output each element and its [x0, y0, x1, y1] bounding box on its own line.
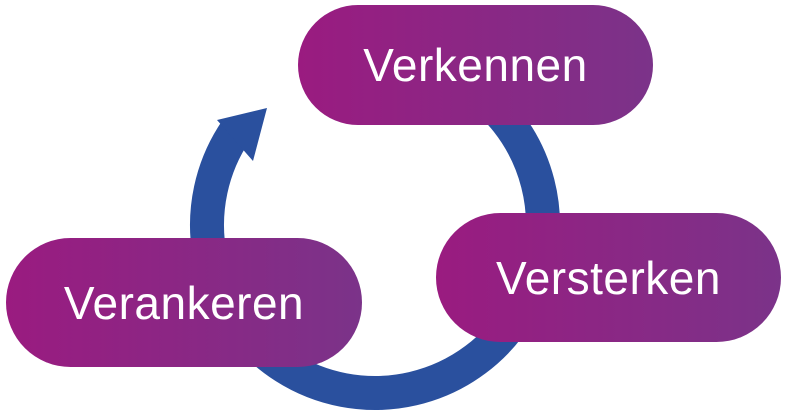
node-versterken: Versterken [436, 213, 781, 342]
node-verankeren: Verankeren [6, 238, 362, 367]
cycle-arrow-head-icon [217, 108, 267, 161]
node-verkennen-label: Verkennen [363, 39, 588, 91]
node-verkennen: Verkennen [298, 5, 653, 125]
node-verankeren-label: Verankeren [63, 276, 305, 329]
node-versterken-label: Versterken [496, 251, 721, 304]
